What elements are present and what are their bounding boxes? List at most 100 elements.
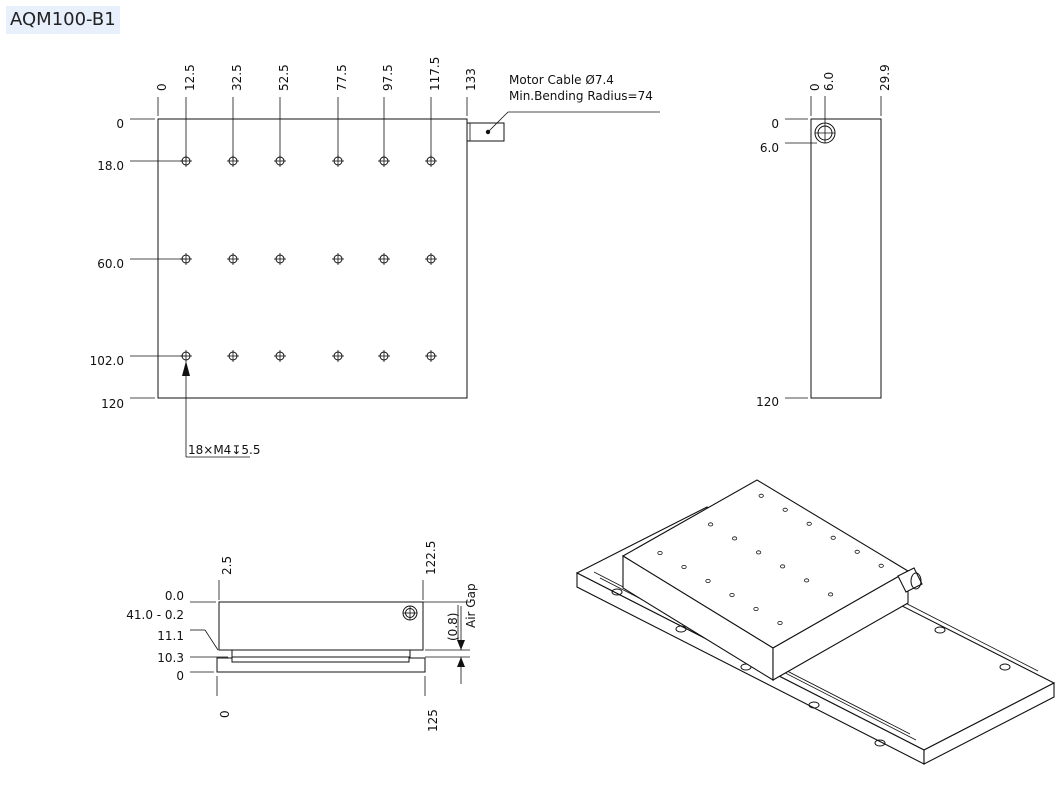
front-bottom-tick-0: 0 <box>218 710 232 718</box>
top-view-y-tick-labels: 0 18.0 60.0 102.0 120 <box>90 117 124 411</box>
front-view-top-tick-labels: 2.5 122.5 <box>220 541 438 575</box>
iso-carriage-hole <box>755 550 762 555</box>
air-gap-value: (0.8) <box>446 613 460 641</box>
iso-carriage-hole <box>729 593 735 598</box>
side-view: 0 6.0 29.9 0 6.0 120 <box>756 64 892 409</box>
isometric-view <box>575 479 1056 765</box>
mounting-hole <box>227 253 239 265</box>
side-view-extension-lines <box>785 96 882 399</box>
mounting-hole <box>180 350 192 362</box>
mounting-hole <box>425 155 437 167</box>
mounting-hole <box>332 155 344 167</box>
side-view-hole <box>814 122 836 144</box>
y-tick-60: 60.0 <box>97 257 124 271</box>
mounting-hole <box>378 253 390 265</box>
iso-carriage-hole <box>707 522 714 527</box>
front-view-cable-stub <box>402 605 418 621</box>
side-x-tick-0: 0 <box>808 83 822 91</box>
y-tick-0: 0 <box>116 117 124 131</box>
front-view: 2.5 122.5 0 125 0.0 41.0 - 0.2 11.1 10.3… <box>126 541 478 732</box>
side-x-tick-6: 6.0 <box>822 72 836 91</box>
top-view-x-extension-lines <box>157 97 468 160</box>
y-tick-18: 18.0 <box>97 159 124 173</box>
mounting-hole <box>378 350 390 362</box>
x-tick-32-5: 32.5 <box>230 64 244 91</box>
x-tick-12-5: 12.5 <box>183 64 197 91</box>
side-y-tick-0: 0 <box>771 117 779 131</box>
iso-carriage-hole <box>854 549 860 554</box>
height-label-0-0: 0.0 <box>165 589 184 603</box>
iso-carriage-holes <box>657 493 884 626</box>
front-bottom-tick-125: 125 <box>426 709 440 732</box>
mounting-hole <box>274 155 286 167</box>
iso-base-right-face <box>923 682 1055 765</box>
side-view-x-tick-labels: 0 6.0 29.9 <box>808 64 892 91</box>
air-gap-label: Air Gap <box>464 583 478 628</box>
x-tick-97-5: 97.5 <box>381 64 395 91</box>
top-view-outline <box>157 118 468 399</box>
mounting-hole <box>425 253 437 265</box>
model-name-label: AQM100-B1 <box>6 6 120 34</box>
iso-carriage-hole <box>830 535 836 540</box>
iso-carriage-hole <box>753 607 759 612</box>
height-label-11-1: 11.1 <box>157 629 184 643</box>
mounting-hole <box>180 253 192 265</box>
iso-carriage-hole <box>806 521 812 526</box>
iso-carriage-hole <box>758 493 764 498</box>
cable-note-line2: Min.Bending Radius=74 <box>509 89 653 103</box>
motor-cable-connector <box>466 111 660 142</box>
iso-carriage-hole <box>782 507 788 512</box>
y-tick-102: 102.0 <box>90 354 124 368</box>
x-tick-77-5: 77.5 <box>335 64 349 91</box>
mounting-hole <box>227 350 239 362</box>
front-top-tick-2-5: 2.5 <box>220 556 234 575</box>
air-gap-dimension <box>457 606 465 684</box>
mounting-hole <box>425 350 437 362</box>
side-y-tick-6: 6.0 <box>760 141 779 155</box>
y-tick-120: 120 <box>101 397 124 411</box>
iso-carriage-hole <box>779 564 786 569</box>
mounting-hole <box>332 350 344 362</box>
front-view-extension-lines <box>190 580 470 696</box>
height-label-0: 0 <box>176 669 184 683</box>
mounting-holes <box>180 155 437 362</box>
top-view: Motor Cable Ø7.4 Min.Bending Radius=74 0… <box>90 57 660 458</box>
iso-carriage-hole <box>878 563 884 568</box>
height-label-41-0: 41.0 - 0.2 <box>126 608 184 622</box>
mounting-hole <box>180 155 192 167</box>
x-tick-52-5: 52.5 <box>277 64 291 91</box>
front-view-bottom-tick-labels: 0 125 <box>218 709 440 732</box>
x-tick-0: 0 <box>155 83 169 91</box>
cable-note-line1: Motor Cable Ø7.4 <box>509 73 614 87</box>
mounting-hole <box>378 155 390 167</box>
front-view-height-labels: 0.0 41.0 - 0.2 11.1 10.3 0 <box>126 589 184 683</box>
side-view-y-tick-labels: 0 6.0 120 <box>756 117 779 409</box>
side-y-tick-120: 120 <box>756 395 779 409</box>
top-view-x-tick-labels: 0 12.5 32.5 52.5 77.5 97.5 117.5 133 <box>155 57 478 91</box>
x-tick-133: 133 <box>464 68 478 91</box>
iso-motor-connector <box>897 567 923 593</box>
iso-carriage-hole <box>731 536 738 541</box>
iso-carriage-hole <box>681 565 687 570</box>
iso-carriage-hole <box>657 551 663 556</box>
mounting-hole <box>274 350 286 362</box>
front-view-motor-plate <box>231 649 411 658</box>
front-view-base-rail <box>216 657 426 673</box>
iso-carriage-hole <box>705 579 711 584</box>
iso-carriage-hole <box>827 592 834 597</box>
iso-carriage-hole <box>777 621 783 626</box>
height-label-10-3: 10.3 <box>157 651 184 665</box>
side-x-tick-29-9: 29.9 <box>878 64 892 91</box>
top-view-y-extension-lines <box>130 118 186 399</box>
mounting-hole <box>274 253 286 265</box>
side-view-outline <box>810 118 882 399</box>
x-tick-117-5: 117.5 <box>428 57 442 91</box>
mounting-hole <box>227 155 239 167</box>
hole-callout-leader <box>182 361 250 458</box>
iso-carriage-right <box>772 570 909 681</box>
mounting-hole <box>332 253 344 265</box>
front-top-tick-122-5: 122.5 <box>424 541 438 575</box>
iso-carriage-hole <box>803 578 810 583</box>
hole-callout-text: 18×M4↧5.5 <box>188 443 260 457</box>
